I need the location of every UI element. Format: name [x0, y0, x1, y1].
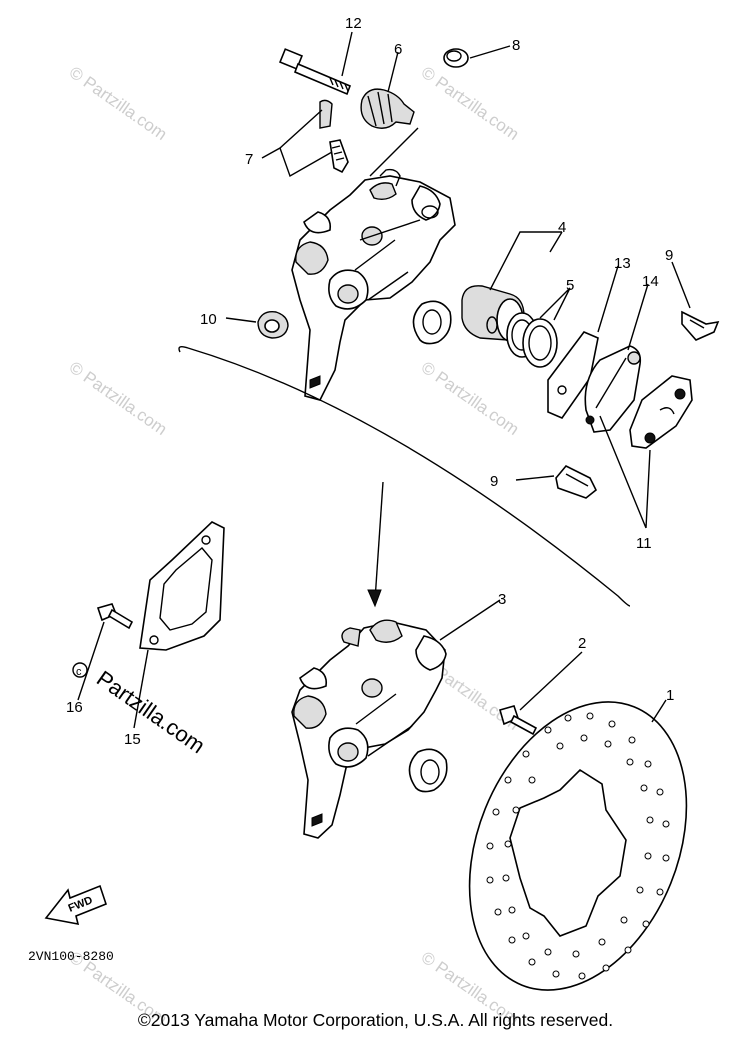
- part-9-clip-upper: [681, 310, 720, 341]
- watermarks: © Partzilla.com © Partzilla.com © Partzi…: [66, 63, 523, 1029]
- part-15-plate: [139, 521, 225, 651]
- callout-leaders: [77, 31, 691, 729]
- part-1-disc: [468, 701, 688, 991]
- assembled-caliper: [291, 619, 448, 839]
- callout-2: 2: [578, 635, 586, 652]
- part-5-seals: [506, 312, 558, 368]
- callout-8: 8: [512, 37, 520, 54]
- svg-text:c: c: [76, 666, 82, 678]
- disc-holes: [486, 712, 670, 980]
- callout-3: 3: [498, 591, 506, 608]
- part-11-plate: [629, 375, 693, 449]
- part-14-pad: [584, 345, 642, 433]
- callout-13: 13: [614, 255, 631, 272]
- part-2-bolt: [499, 705, 538, 736]
- callout-10: 10: [200, 311, 217, 328]
- watermark: © Partzilla.com: [66, 358, 171, 439]
- diagram-code: 2VN100-8280: [28, 949, 114, 964]
- callout-16: 16: [66, 699, 83, 716]
- watermark-main: Partzilla.com: [92, 666, 209, 759]
- callout-12: 12: [345, 15, 362, 32]
- watermark: © Partzilla.com: [66, 63, 171, 144]
- callout-15: 15: [124, 731, 141, 748]
- assembly-bracket: [178, 345, 631, 607]
- callout-1: 1: [666, 687, 674, 704]
- arrow-head-icon: [367, 589, 382, 608]
- callout-7: 7: [245, 151, 253, 168]
- part-6-boot: [360, 88, 415, 129]
- copyright-notice: ©2013 Yamaha Motor Corporation, U.S.A. A…: [137, 1010, 614, 1030]
- callout-11: 11: [636, 535, 652, 552]
- partzilla-mark: c Partzilla.com: [72, 662, 210, 759]
- callout-5: 5: [566, 277, 574, 294]
- fwd-arrow-icon: FWD: [44, 884, 107, 926]
- upper-caliper: [291, 168, 456, 401]
- callout-4: 4: [558, 219, 566, 236]
- callout-9-lower: 9: [490, 473, 498, 490]
- watermark: © Partzilla.com: [418, 63, 523, 144]
- callout-6: 6: [394, 41, 402, 58]
- copyright-circle-icon: [72, 662, 88, 678]
- watermark: © Partzilla.com: [418, 358, 523, 439]
- part-10-grommet: [257, 311, 289, 339]
- part-8-cap: [443, 48, 469, 68]
- callouts: 12 6 8 7 4 5 13 14 9 10 9 11 3 2 1 16 15: [66, 15, 674, 748]
- part-12-bolt: [278, 48, 352, 96]
- callout-14: 14: [642, 273, 659, 290]
- assembly-arrow: [374, 481, 384, 601]
- part-16-bolt: [96, 603, 134, 630]
- callout-9: 9: [665, 247, 673, 264]
- part-9-clip-lower: [555, 465, 598, 499]
- part-7-bleed: [319, 99, 349, 174]
